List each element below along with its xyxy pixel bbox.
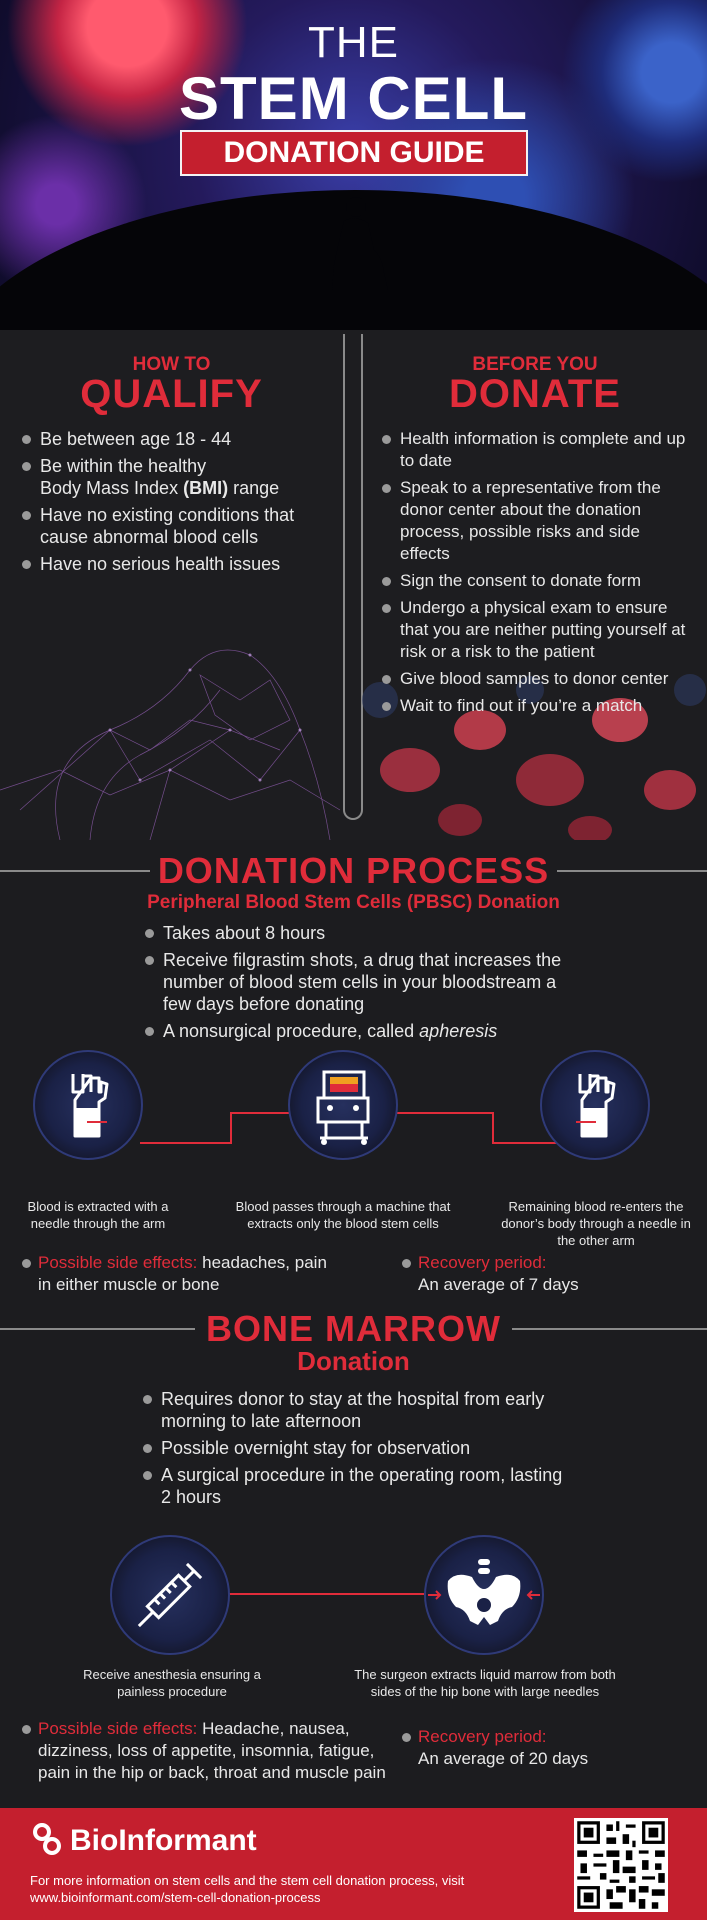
section-divider-line <box>0 1328 195 1330</box>
list-item: Takes about 8 hours <box>145 922 585 944</box>
title-line-2: STEM CELL <box>179 65 528 132</box>
marrow-heading: BONE MARROW <box>206 1308 501 1349</box>
process-connector <box>140 1142 230 1144</box>
footer-text: For more information on stem cells and t… <box>30 1873 465 1905</box>
section-divider-line <box>512 1328 707 1330</box>
section-divider-line <box>557 870 707 872</box>
arm-icon <box>71 1074 109 1138</box>
syringe-circle <box>110 1535 230 1655</box>
list-item: Receive filgrastim shots, a drug that in… <box>145 949 585 1015</box>
qualify-heading: QUALIFY <box>80 372 263 416</box>
list-item: Give blood samples to donor center <box>382 668 694 690</box>
qualify-list: Be between age 18 - 44 Be within the hea… <box>22 428 332 580</box>
process-connector <box>230 1112 290 1114</box>
marrow-list: Requires donor to stay at the hospital f… <box>143 1388 573 1513</box>
marrow-recovery: Recovery period:An average of 20 days <box>402 1726 658 1770</box>
process-caption-3: Remaining blood re-enters the donor’s bo… <box>501 1199 691 1248</box>
list-item: Possible overnight stay for observation <box>143 1437 573 1459</box>
hip-bone-circle <box>424 1535 544 1655</box>
sitting-person-icon <box>332 197 388 290</box>
list-item: A nonsurgical procedure, called apheresi… <box>145 1020 585 1042</box>
marrow-side-effects: Possible side effects: Headache, nausea,… <box>22 1718 398 1784</box>
bioinformant-logo-icon <box>33 1823 61 1855</box>
list-item: Undergo a physical exam to ensure that y… <box>382 597 694 663</box>
machine-circle <box>288 1050 398 1160</box>
hero-banner: THE STEM CELL DONATION GUIDE <box>0 0 707 330</box>
process-connector <box>230 1112 232 1144</box>
syringe-icon <box>137 1562 203 1628</box>
hip-bone-icon <box>428 1559 540 1625</box>
arm-icon <box>576 1074 616 1138</box>
title-line-1: THE <box>308 18 399 67</box>
process-connector <box>492 1112 494 1144</box>
list-item: Be between age 18 - 44 <box>22 428 332 450</box>
apheresis-machine-icon <box>316 1070 370 1145</box>
qr-code-icon[interactable] <box>574 1818 668 1912</box>
process-connector <box>392 1112 492 1114</box>
process-heading: DONATION PROCESS <box>157 850 550 891</box>
marrow-caption-1: Receive anesthesia ensuring a painless p… <box>83 1667 261 1699</box>
arm-return-circle <box>540 1050 650 1160</box>
process-connector <box>492 1142 572 1144</box>
before-list: Health information is complete and up to… <box>382 428 694 722</box>
arm-extraction-circle <box>33 1050 143 1160</box>
title-banner: DONATION GUIDE <box>180 130 528 176</box>
process-side-effects: Possible side effects: headaches, pain i… <box>22 1252 338 1296</box>
body-mesh-illustration <box>0 649 340 840</box>
process-caption-1: Blood is extracted with a needle through… <box>27 1199 169 1231</box>
list-item: Requires donor to stay at the hospital f… <box>143 1388 573 1432</box>
brand-logo[interactable]: BioInformant <box>30 1822 257 1858</box>
before-small-heading: BEFORE YOU <box>472 354 598 375</box>
process-list: Takes about 8 hours Receive filgrastim s… <box>145 922 585 1047</box>
marrow-connector <box>228 1593 424 1595</box>
brand-name: BioInformant <box>70 1824 257 1857</box>
list-item: Sign the consent to donate form <box>382 570 694 592</box>
marrow-caption-2: The surgeon extracts liquid marrow from … <box>354 1667 616 1699</box>
section-divider-line <box>0 870 150 872</box>
list-item: Have no serious health issues <box>22 553 332 575</box>
list-item: A surgical procedure in the operating ro… <box>143 1464 573 1508</box>
footer: BioInformant For more information on ste… <box>0 1808 707 1920</box>
list-item: Speak to a representative from the donor… <box>382 477 694 565</box>
panel-divider <box>343 330 363 820</box>
qualify-before-section: HOW TO QUALIFY Be between age 18 - 44 Be… <box>0 330 707 840</box>
list-item: Wait to find out if you’re a match <box>382 695 694 717</box>
process-subheading: Peripheral Blood Stem Cells (PBSC) Donat… <box>147 892 560 913</box>
list-item: Health information is complete and up to… <box>382 428 694 472</box>
process-caption-2: Blood passes through a machine that extr… <box>235 1199 451 1231</box>
process-recovery: Recovery period:An average of 7 days <box>402 1252 658 1296</box>
qualify-small-heading: HOW TO <box>132 354 211 375</box>
marrow-subheading: Donation <box>297 1346 410 1376</box>
list-item: Have no existing conditions that cause a… <box>22 504 332 548</box>
before-heading: DONATE <box>449 372 621 416</box>
